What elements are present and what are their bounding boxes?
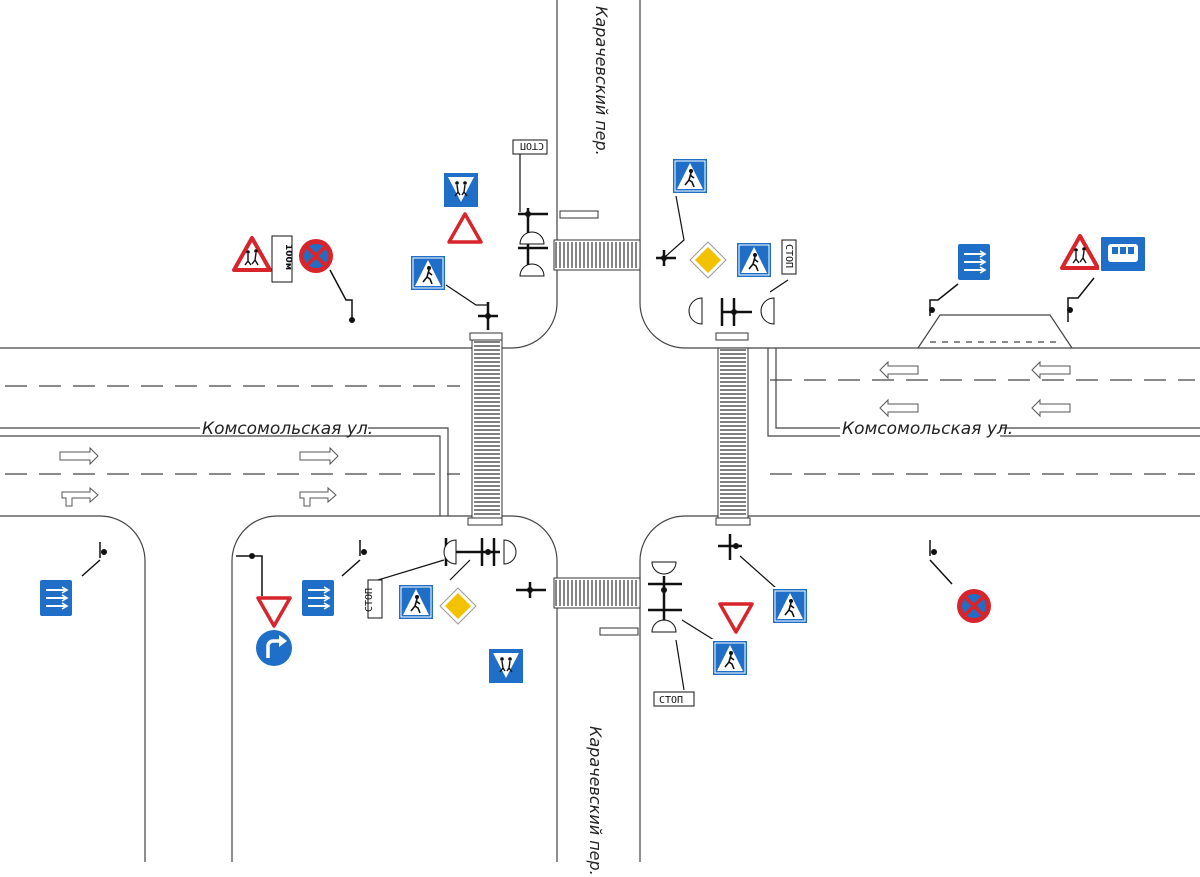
pedestrian-crossing-sign <box>771 587 809 625</box>
stop-plate: СТОП <box>364 579 383 619</box>
pedestrian-crossing-sign <box>671 157 709 195</box>
street-label-cross-north: Карачевский пер. <box>592 6 611 156</box>
stop-plate: СТОП <box>781 239 797 275</box>
children-warning-sign <box>1060 234 1100 270</box>
stop-plate: СТОП <box>512 139 548 155</box>
stop-plate-text: СТОП <box>520 140 544 151</box>
children-crossing-sign <box>487 647 525 685</box>
distance-plate-text: 100м <box>283 244 293 270</box>
crosswalk-south <box>553 577 641 609</box>
no-stopping-icon <box>297 237 335 275</box>
arrow-straight-right-icon <box>61 486 99 507</box>
lane-direction-sign <box>39 579 73 617</box>
yield-sign <box>256 596 292 628</box>
street-label-cross-south: Карачевский пер. <box>586 726 605 876</box>
street-label-main-west: Комсомольская ул. <box>202 419 373 439</box>
turn-right-mandatory-icon <box>256 630 292 666</box>
priority-road-sign <box>439 587 477 625</box>
street-label-main-east: Комсомольская ул. <box>842 419 1013 439</box>
arrow-straight-icon <box>879 398 919 418</box>
pedestrian-crossing-sign <box>711 639 749 677</box>
stop-plate-text: СТОП <box>659 695 683 706</box>
arrow-straight-icon <box>879 360 919 380</box>
yield-sign <box>718 602 754 634</box>
lane-direction-sign <box>301 579 335 617</box>
no-stopping-icon <box>955 587 993 625</box>
lane-arrows <box>59 360 1071 507</box>
crosswalk-west <box>471 339 503 519</box>
curb-bars <box>467 210 751 636</box>
distance-plate: 100м <box>271 235 293 283</box>
children-warning-sign <box>232 236 272 272</box>
priority-road-sign <box>689 241 727 279</box>
stop-plate-text: СТОП <box>783 244 794 268</box>
stop-plate-text: СТОП <box>364 588 375 612</box>
crosswalk-stripes <box>474 242 746 606</box>
traffic-light-icon <box>519 231 545 245</box>
traffic-light-icon <box>519 263 545 277</box>
pedestrian-crossing-sign <box>409 254 447 292</box>
arrow-straight-icon <box>59 446 99 466</box>
pedestrian-crossing-sign <box>735 241 773 279</box>
arrow-straight-right-icon <box>299 486 337 507</box>
pedestrian-crossing-sign <box>397 583 435 621</box>
arrow-straight-icon <box>1031 398 1071 418</box>
crosswalk-north <box>553 239 641 271</box>
stop-plate: СТОП <box>653 691 695 707</box>
bus-stop-sign <box>1099 235 1147 273</box>
children-crossing-sign <box>442 171 480 209</box>
lane-direction-sign <box>957 243 991 281</box>
arrow-straight-icon <box>1031 360 1071 380</box>
arrow-straight-icon <box>299 446 339 466</box>
warning-triangle-sign <box>447 212 483 244</box>
